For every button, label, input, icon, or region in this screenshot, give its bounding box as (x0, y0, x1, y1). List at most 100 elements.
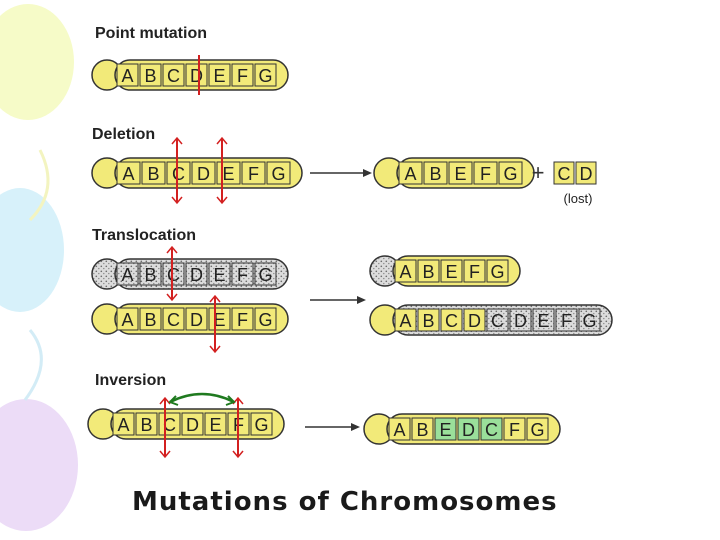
gene-box (208, 63, 231, 87)
gene-label: B (144, 310, 156, 330)
inversion-bracket-head (168, 395, 179, 406)
gene-box (166, 161, 191, 185)
gene-box (411, 417, 434, 441)
gene-label: G (503, 164, 517, 184)
gene-box (162, 262, 185, 286)
gene-label: G (271, 164, 285, 184)
result-arrow-head (351, 423, 360, 431)
inversion-bracket-head (225, 395, 236, 406)
section-label-inversion: Inversion (95, 372, 166, 389)
break-arrow-head (171, 136, 183, 145)
gene-label: E (209, 415, 221, 435)
break-arrow-head (209, 345, 221, 354)
gene-label: C (167, 310, 180, 330)
gene-label: G (258, 265, 272, 285)
gene-box (417, 308, 440, 332)
inversion-bracket (169, 392, 235, 404)
gene-label: C (172, 164, 185, 184)
gene-label: F (237, 66, 248, 86)
gene-box (448, 161, 473, 185)
gene-box (116, 63, 139, 87)
break-arrow-head (209, 294, 221, 303)
gene-label: D (462, 420, 475, 440)
gene-label: D (468, 311, 481, 331)
gene-label: A (399, 311, 411, 331)
gene-box (204, 412, 227, 436)
gene-box (139, 262, 162, 286)
break-arrow-head (166, 245, 178, 254)
gene-label: A (121, 265, 133, 285)
gene-label: E (537, 311, 549, 331)
gene-label: G (258, 310, 272, 330)
gene-box (457, 417, 480, 441)
gene-label: E (222, 164, 234, 184)
gene-box (241, 161, 266, 185)
break-arrow-head (159, 396, 171, 405)
gene-label: D (197, 164, 210, 184)
gene-label: B (144, 265, 156, 285)
break-arrow-head (216, 196, 228, 205)
gene-box (208, 262, 231, 286)
gene-label: A (404, 164, 416, 184)
lost-fragment-gene (575, 161, 597, 185)
gene-label: C (167, 265, 180, 285)
gene-label: A (399, 262, 411, 282)
gene-box (463, 259, 486, 283)
gene-label: G (254, 415, 268, 435)
gene-label: F (480, 164, 491, 184)
gene-box (555, 308, 578, 332)
gene-label: A (122, 164, 134, 184)
break-arrow-head (159, 450, 171, 459)
result-arrow-head (363, 169, 372, 177)
gene-box (191, 161, 216, 185)
gene-box (440, 259, 463, 283)
gene-box (423, 161, 448, 185)
gene-box (181, 412, 204, 436)
lost-fragment-label: C (558, 164, 571, 184)
gene-box (526, 417, 549, 441)
section-label-translocation: Translocation (92, 227, 196, 244)
gene-box (231, 63, 254, 87)
lost-fragment-gene (553, 161, 575, 185)
gene-box (231, 307, 254, 331)
gene-label: A (393, 420, 405, 440)
gene-box (185, 307, 208, 331)
gene-label: E (213, 310, 225, 330)
gene-label: F (248, 164, 259, 184)
break-arrow-head (166, 293, 178, 302)
gene-box (112, 412, 135, 436)
gene-label: C (445, 311, 458, 331)
break-arrow-head (232, 450, 244, 459)
gene-label: B (144, 66, 156, 86)
gene-label: E (439, 420, 451, 440)
gene-label: E (445, 262, 457, 282)
gene-label: A (117, 415, 129, 435)
break-arrow-head (171, 196, 183, 205)
gene-box (139, 307, 162, 331)
gene-label: G (490, 262, 504, 282)
gene-box (463, 308, 486, 332)
section-label-point-mutation: Point mutation (95, 25, 207, 42)
gene-label: B (422, 262, 434, 282)
gene-box (185, 63, 208, 87)
gene-box (473, 161, 498, 185)
gene-label: B (429, 164, 441, 184)
gene-label: E (454, 164, 466, 184)
break-arrow-head (216, 136, 228, 145)
gene-label: B (416, 420, 428, 440)
gene-box (440, 308, 463, 332)
gene-box (116, 307, 139, 331)
gene-label: E (213, 66, 225, 86)
gene-box (417, 259, 440, 283)
gene-box (162, 63, 185, 87)
gene-box (141, 161, 166, 185)
section-label-deletion: Deletion (92, 126, 155, 143)
gene-label: F (237, 310, 248, 330)
gene-label: G (530, 420, 544, 440)
gene-box (231, 262, 254, 286)
gene-box (185, 262, 208, 286)
gene-box (503, 417, 526, 441)
gene-label: B (422, 311, 434, 331)
